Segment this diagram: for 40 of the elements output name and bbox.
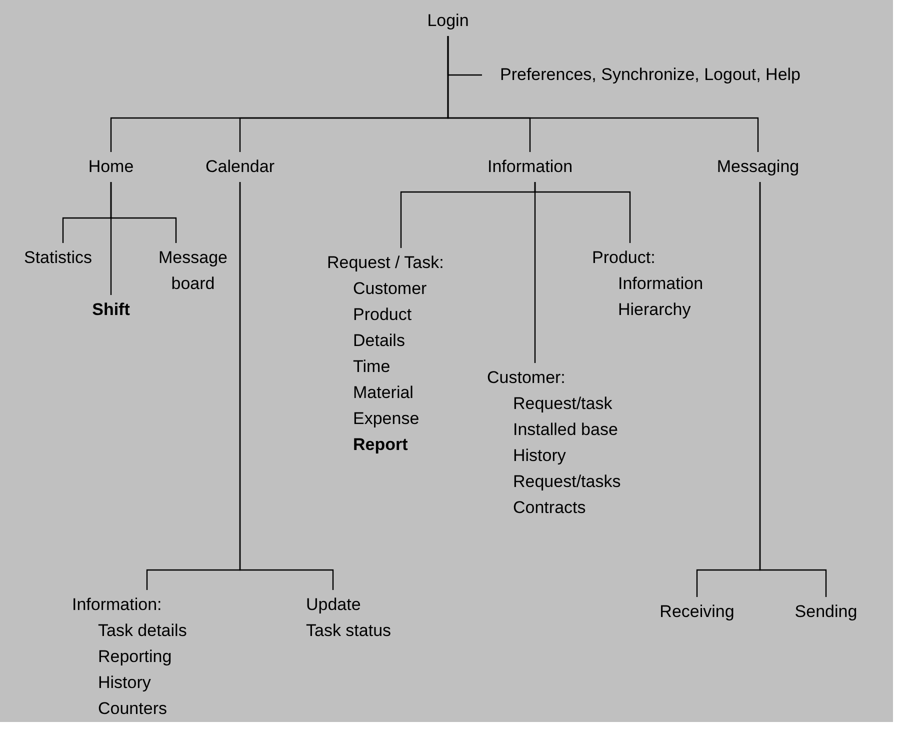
menu-label: Task status — [306, 620, 392, 642]
menu-label: Update — [306, 594, 362, 616]
menu-subitem: Material — [352, 382, 414, 404]
menu-subitem: Request/tasks — [512, 471, 621, 493]
menu-subitem: Product — [352, 304, 413, 326]
menu-label: Home — [88, 156, 134, 178]
menu-heading: Information: — [72, 594, 163, 616]
menu-heading: Customer: — [487, 367, 566, 389]
menu-subitem: History — [512, 445, 567, 467]
menu-label: Message board — [158, 247, 228, 295]
connector-line — [110, 182, 177, 243]
menu-subitem: Report — [352, 434, 409, 456]
menu-label: Messaging — [716, 156, 800, 178]
menu-subitem: Counters — [97, 698, 168, 720]
menu-subitem: Information — [617, 273, 704, 295]
menu-subitem: Expense — [352, 408, 420, 430]
menu-subitem: Reporting — [97, 646, 173, 668]
menu-subitem: Request/task — [512, 393, 614, 415]
menu-subitem: Task details — [97, 620, 187, 642]
menu-label: Receiving — [660, 601, 734, 623]
menu-subitem: Customer — [352, 278, 428, 300]
menu-subitem: Details — [352, 330, 406, 352]
menu-label: Login — [427, 10, 469, 32]
menu-heading: Product: — [592, 247, 656, 269]
menu-subitem: Installed base — [512, 419, 619, 441]
menu-subitem: History — [97, 672, 152, 694]
connector-line — [447, 36, 759, 152]
menu-label: Calendar — [206, 156, 274, 178]
connector-line — [239, 182, 334, 590]
menu-label: Shift — [92, 299, 130, 321]
menu-label: Statistics — [24, 247, 92, 269]
menu-subitem: Hierarchy — [617, 299, 692, 321]
menu-heading: Request / Task: — [327, 252, 444, 274]
connector-line — [759, 182, 827, 597]
menu-subitem: Time — [352, 356, 392, 378]
menu-label: Sending — [794, 601, 858, 623]
menu-subitem: Contracts — [512, 497, 587, 519]
connector-line — [534, 182, 631, 243]
menu-label: Information — [487, 156, 573, 178]
menu-label: Preferences, Synchronize, Logout, Help — [500, 64, 801, 86]
